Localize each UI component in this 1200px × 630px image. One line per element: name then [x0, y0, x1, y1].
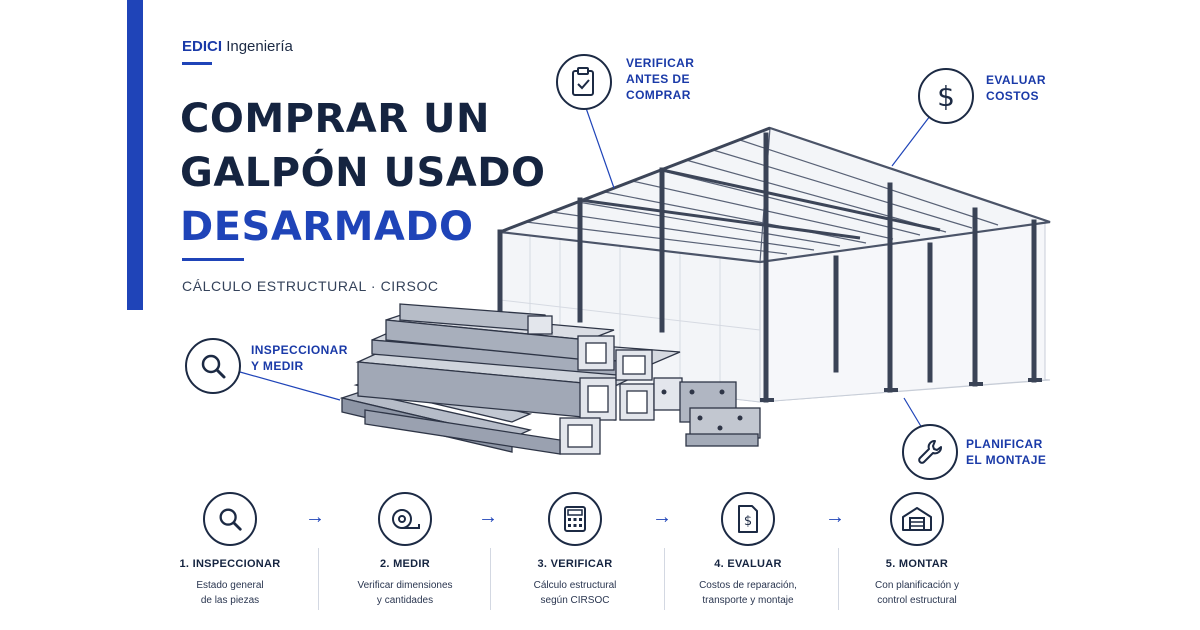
step-title: 2. MEDIR [379, 558, 431, 570]
step-desc-line-2: de las piezas [200, 595, 260, 606]
callout-verificar-line-3: COMPRAR [626, 88, 691, 102]
accent-bar [127, 0, 143, 310]
step-divider [838, 548, 839, 610]
tape-measure-icon [378, 492, 432, 546]
galpon-illustration [239, 107, 1051, 455]
callout-planificar-line-2: EL MONTAJE [966, 453, 1047, 467]
step-desc: Estado general de las piezas [145, 578, 315, 608]
step-divider [490, 548, 491, 610]
callout-inspeccionar-line-2: Y MEDIR [251, 359, 304, 373]
warehouse-icon [890, 492, 944, 546]
callout-verificar: VERIFICAR ANTES DE COMPRAR [556, 54, 694, 110]
step-title: 4. EVALUAR [714, 558, 782, 570]
step-magnifier-icon [203, 492, 257, 546]
step-evaluar: $ 4. EVALUAR Costos de reparación, trans… [663, 492, 833, 608]
callout-planificar: PLANIFICAR EL MONTAJE [902, 424, 1046, 480]
subtitle: CÁLCULO ESTRUCTURAL · CIRSOC [182, 278, 439, 294]
headline: COMPRAR UN GALPÓN USADO DESARMADO [180, 92, 545, 254]
brand-suffix: Ingeniería [226, 38, 293, 55]
callout-evaluar: $ EVALUAR COSTOS [918, 68, 1046, 124]
calculator-icon [548, 492, 602, 546]
step-title: 5. MONTAR [885, 558, 949, 570]
brand-name: EDICI [182, 38, 223, 55]
step-desc-line-2: transporte y montaje [702, 595, 794, 606]
step-medir: 2. MEDIR Verificar dimensiones y cantida… [320, 492, 490, 608]
step-desc: Verificar dimensiones y cantidades [320, 578, 490, 608]
callout-verificar-line-1: VERIFICAR [626, 56, 695, 70]
arrow-icon: → [825, 506, 845, 528]
step-desc-line-2: según CIRSOC [540, 595, 610, 606]
dollar-icon: $ [918, 68, 974, 124]
step-desc: Cálculo estructural según CIRSOC [490, 578, 660, 608]
callout-planificar-line-1: PLANIFICAR [966, 437, 1043, 451]
step-desc-line-1: Costos de reparación, [699, 580, 797, 591]
callout-planificar-label: PLANIFICAR EL MONTAJE [966, 436, 1046, 468]
callout-inspeccionar-line-1: INSPECCIONAR [251, 343, 348, 357]
step-desc: Con planificación y control estructural [832, 578, 1002, 608]
step-desc-line-1: Verificar dimensiones [357, 580, 453, 591]
clipboard-check-icon [556, 54, 612, 110]
callout-inspeccionar-label: INSPECCIONAR Y MEDIR [251, 342, 348, 374]
step-verificar: 3. VERIFICAR Cálculo estructural según C… [490, 492, 660, 608]
arrow-icon: → [478, 506, 498, 528]
arrow-icon: → [652, 506, 672, 528]
callout-inspeccionar: INSPECCIONAR Y MEDIR [185, 338, 348, 394]
step-title: 3. VERIFICAR [537, 558, 613, 570]
callout-evaluar-line-2: COSTOS [986, 89, 1039, 103]
step-montar: 5. MONTAR Con planificación y control es… [832, 492, 1002, 608]
callout-evaluar-label: EVALUAR COSTOS [986, 72, 1046, 104]
svg-text:$: $ [744, 514, 752, 529]
headline-rule [182, 258, 244, 261]
step-desc-line-1: Cálculo estructural [533, 580, 617, 591]
callout-evaluar-line-1: EVALUAR [986, 73, 1046, 87]
step-desc-line-2: control estructural [877, 595, 957, 606]
headline-line-3: DESARMADO [180, 204, 474, 250]
callout-verificar-label: VERIFICAR ANTES DE COMPRAR [626, 55, 694, 103]
wrench-icon [902, 424, 958, 480]
brand-rule [182, 62, 212, 65]
step-desc-line-1: Estado general [196, 580, 264, 591]
arrow-icon: → [305, 506, 325, 528]
step-desc-line-2: y cantidades [376, 595, 434, 606]
step-divider [664, 548, 665, 610]
step-divider [318, 548, 319, 610]
headline-line-2: GALPÓN USADO [180, 150, 546, 196]
step-desc: Costos de reparación, transporte y monta… [663, 578, 833, 608]
callout-verificar-line-2: ANTES DE [626, 72, 690, 86]
headline-line-1: COMPRAR UN [180, 96, 490, 142]
step-inspeccionar: 1. INSPECCIONAR Estado general de las pi… [145, 492, 315, 608]
brand: EDICI Ingeniería [182, 38, 293, 55]
invoice-dollar-icon: $ [721, 492, 775, 546]
step-desc-line-1: Con planificación y [875, 580, 959, 591]
step-title: 1. INSPECCIONAR [179, 558, 281, 570]
magnifier-icon [185, 338, 241, 394]
